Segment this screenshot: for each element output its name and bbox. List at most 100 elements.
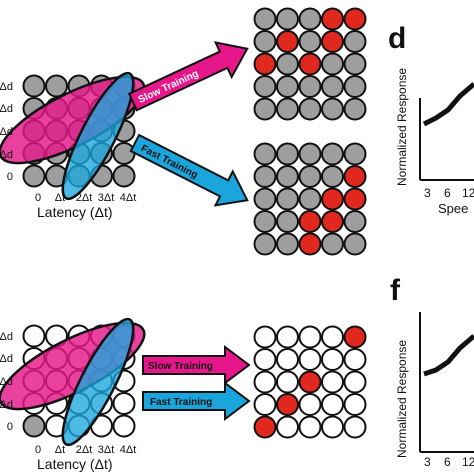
top-y-tick-1: Δd — [0, 103, 13, 115]
top-fast-result-dot-0-0 — [253, 142, 277, 166]
bottom-result-dot-4-2 — [298, 415, 322, 439]
panel-letter-f: f — [390, 274, 401, 307]
top-slow-result-dot-2-3 — [321, 52, 344, 76]
panel-f-tick-6: 6 — [444, 455, 451, 469]
top-fast-result-dot-2-3 — [321, 187, 344, 211]
panel-letter-d: d — [388, 22, 406, 55]
bottom-result-dot-0-0 — [253, 325, 277, 349]
bottom-result-dot-4-4 — [343, 415, 367, 439]
top-slow-result-dot-2-1 — [276, 52, 299, 76]
panel-f-response-curve — [423, 334, 474, 377]
bottom-y-tick-2: Δd — [0, 376, 13, 388]
top-fast-result-grid — [253, 142, 367, 256]
bottom-x-tick-4: 4Δt — [120, 444, 137, 456]
top-slow-result-dot-4-4 — [343, 97, 367, 121]
bottom-result-dot-4-3 — [321, 415, 344, 439]
bottom-x-tick-3: 3Δt — [98, 444, 115, 456]
bottom-fast-ellipse — [61, 317, 135, 447]
top-input-dot-4-4 — [112, 164, 136, 188]
top-fast-result-dot-3-0 — [253, 210, 277, 233]
top-slow-result-dot-0-2 — [298, 7, 322, 31]
top-fast-result-dot-2-1 — [276, 187, 299, 211]
bottom-result-grid — [253, 325, 367, 439]
top-slow-result-dot-2-0 — [253, 52, 277, 76]
top-fast-result-dot-2-2 — [298, 187, 322, 211]
bottom-result-dot-2-0 — [253, 370, 277, 394]
bottom-result-dot-1-1 — [276, 348, 299, 371]
bottom-slow-arrow-label: Slow Training — [148, 361, 213, 372]
top-x-axis-label: Latency (Δt) — [37, 204, 113, 220]
bottom-slow-training-arrow: Slow Training — [142, 345, 251, 385]
top-slow-result-grid — [253, 7, 367, 121]
top-slow-result-dot-1-0 — [253, 30, 277, 53]
panel-d-tick-12: 12 — [462, 186, 474, 200]
top-input-dot-0-0 — [22, 74, 46, 98]
top-slow-result-dot-4-3 — [321, 97, 344, 121]
bottom-result-dot-4-1 — [276, 415, 299, 439]
bottom-result-dot-2-1 — [276, 370, 299, 394]
top-y-tick-0: Δd — [0, 81, 13, 93]
bottom-result-dot-1-2 — [298, 348, 322, 371]
bottom-result-dot-3-2 — [298, 393, 322, 416]
top-x-tick-3: 3Δt — [98, 192, 115, 204]
top-input-dot-3-4 — [112, 142, 136, 165]
bottom-input-dot-4-0 — [22, 414, 46, 438]
top-slow-training-arrow: Slow Training — [127, 41, 249, 112]
panel-f-ylabel: Normalized Response — [395, 340, 409, 458]
top-slow-result-dot-4-1 — [276, 97, 299, 121]
bottom-fast-training-arrow: Fast Training — [142, 381, 251, 421]
bottom-result-dot-4-0 — [253, 415, 277, 439]
bottom-y-tick-4: 0 — [7, 421, 13, 433]
top-x-tick-0: 0 — [35, 192, 41, 204]
bottom-x-axis-label: Latency (Δt) — [37, 456, 113, 472]
bottom-result-dot-0-3 — [321, 325, 344, 349]
top-slow-result-dot-0-4 — [343, 7, 367, 31]
top-y-tick-3: Δd — [0, 149, 13, 161]
bottom-result-dot-1-4 — [343, 348, 367, 371]
top-fast-result-dot-3-4 — [343, 210, 367, 233]
bottom-result-dot-2-4 — [343, 370, 367, 394]
bottom-x-tick-0: 0 — [35, 444, 41, 456]
top-x-tick-1: Δt — [55, 192, 65, 204]
top-x-tick-2: 2Δt — [76, 192, 93, 204]
fast-ellipse — [61, 71, 135, 201]
top-slow-result-dot-3-3 — [321, 75, 344, 98]
top-slow-result-dot-0-3 — [321, 7, 344, 31]
top-input-dot-4-0 — [22, 164, 46, 188]
bottom-result-dot-2-2 — [298, 370, 322, 394]
top-fast-result-dot-4-0 — [253, 232, 277, 256]
panel-f-tick-12: 12 — [462, 455, 474, 469]
top-fast-result-dot-4-1 — [276, 232, 299, 256]
top-slow-result-dot-1-3 — [321, 30, 344, 53]
top-fast-result-dot-3-1 — [276, 210, 299, 233]
bottom-result-dot-3-3 — [321, 393, 344, 416]
top-slow-result-dot-3-2 — [298, 75, 322, 98]
panel-d-response-curve — [422, 82, 474, 127]
top-fast-result-dot-1-3 — [321, 165, 344, 188]
bottom-x-tick-1: Δt — [55, 444, 65, 456]
top-slow-result-dot-0-0 — [253, 7, 277, 31]
bottom-result-dot-2-3 — [321, 370, 344, 394]
top-fast-result-dot-4-2 — [298, 232, 322, 256]
top-fast-result-dot-0-4 — [343, 142, 367, 166]
bottom-fast-arrow-label: Fast Training — [150, 397, 212, 408]
bottom-input-dot-3-4 — [112, 392, 136, 415]
top-input-dot-0-1 — [45, 74, 68, 98]
top-slow-result-dot-2-4 — [343, 52, 367, 76]
top-y-tick-4: 0 — [7, 171, 13, 183]
top-slow-result-dot-3-4 — [343, 75, 367, 98]
top-fast-result-dot-0-1 — [276, 142, 299, 166]
bottom-result-dot-1-0 — [253, 348, 277, 371]
bottom-y-tick-1: Δd — [0, 353, 13, 365]
side-panel-d: d Normalized Response 3 6 12 Spee — [388, 22, 474, 216]
top-x-tick-4: 4Δt — [120, 192, 137, 204]
bottom-y-tick-0: Δd — [0, 331, 13, 343]
side-panel-f: f Normalized Response 3 6 12 — [390, 274, 474, 469]
top-slow-result-dot-0-1 — [276, 7, 299, 31]
top-fast-result-dot-1-2 — [298, 165, 322, 188]
panel-d-xlabel: Spee — [438, 201, 468, 216]
top-fast-result-dot-1-0 — [253, 165, 277, 188]
